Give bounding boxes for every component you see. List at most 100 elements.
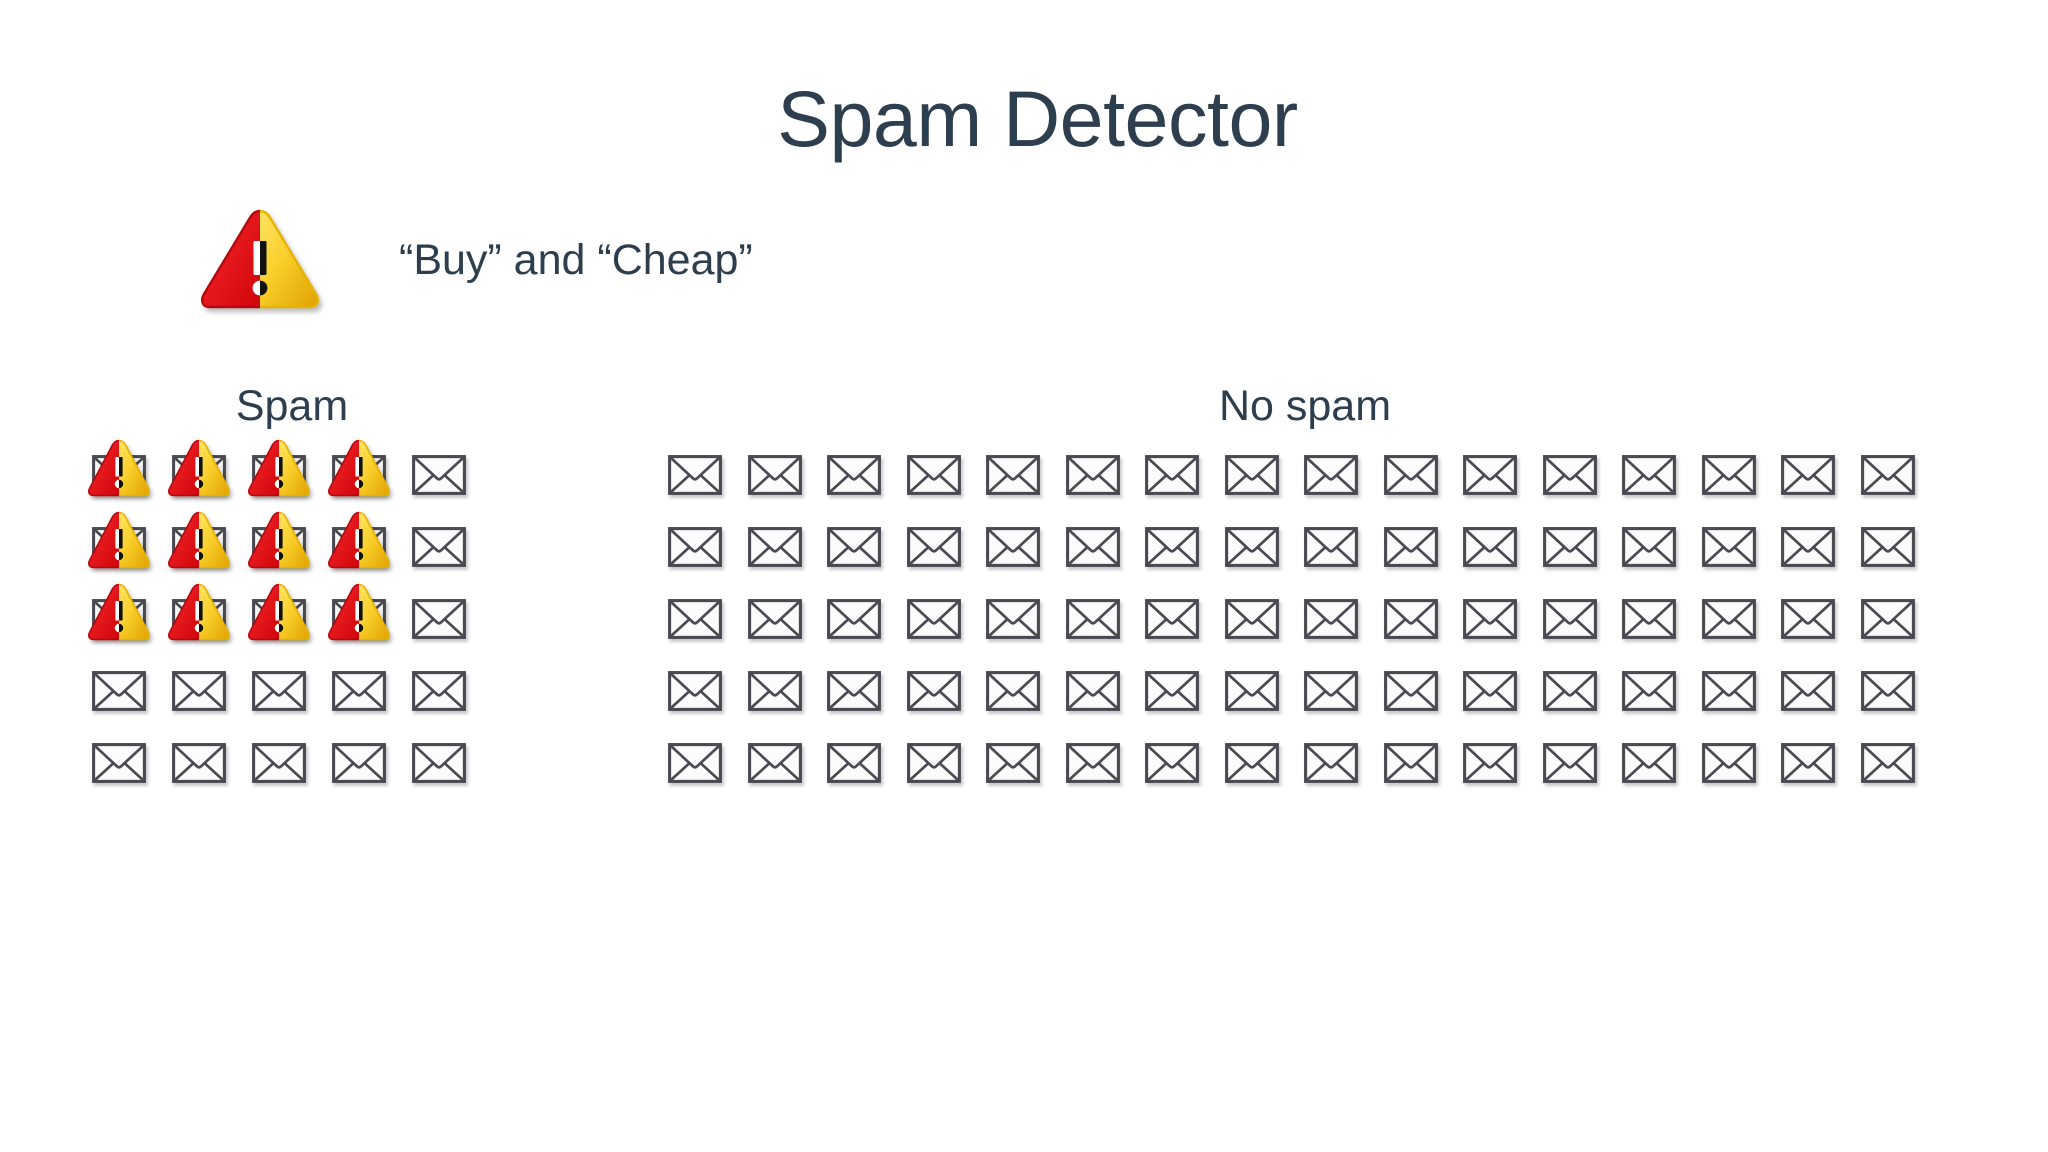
email-item[interactable]	[1383, 522, 1464, 594]
email-item[interactable]	[1781, 594, 1861, 666]
email-item[interactable]	[1065, 450, 1146, 522]
email-item[interactable]	[1701, 738, 1782, 810]
email-item[interactable]	[252, 666, 332, 738]
email-item[interactable]	[986, 522, 1066, 594]
email-flagged-spam[interactable]	[248, 583, 332, 666]
email-item[interactable]	[172, 738, 252, 810]
email-item[interactable]	[1701, 522, 1782, 594]
email-item[interactable]	[1542, 594, 1623, 666]
email-item[interactable]	[332, 738, 412, 810]
email-item[interactable]	[1383, 738, 1464, 810]
email-item[interactable]	[1065, 594, 1146, 666]
email-item[interactable]	[1622, 450, 1702, 522]
email-item[interactable]	[668, 522, 748, 594]
email-flagged-spam[interactable]	[248, 439, 332, 522]
email-item[interactable]	[1860, 594, 1941, 666]
email-item[interactable]	[1542, 738, 1623, 810]
email-item[interactable]	[1860, 666, 1941, 738]
email-item[interactable]	[1463, 594, 1543, 666]
email-flagged-spam[interactable]	[328, 583, 412, 666]
email-item[interactable]	[1224, 522, 1305, 594]
email-item[interactable]	[92, 666, 172, 738]
email-item[interactable]	[1860, 450, 1941, 522]
email-item[interactable]	[1304, 738, 1384, 810]
email-item[interactable]	[1065, 666, 1146, 738]
email-item[interactable]	[906, 594, 987, 666]
email-item[interactable]	[1224, 594, 1305, 666]
email-item[interactable]	[906, 666, 987, 738]
email-item[interactable]	[747, 738, 828, 810]
email-item[interactable]	[1542, 450, 1623, 522]
email-item[interactable]	[1224, 666, 1305, 738]
email-item[interactable]	[1542, 666, 1623, 738]
email-item[interactable]	[1463, 522, 1543, 594]
email-item[interactable]	[668, 594, 748, 666]
email-item[interactable]	[1542, 522, 1623, 594]
email-item[interactable]	[332, 666, 412, 738]
email-item[interactable]	[1463, 450, 1543, 522]
email-item[interactable]	[827, 738, 907, 810]
email-item[interactable]	[92, 738, 172, 810]
email-item[interactable]	[1701, 666, 1782, 738]
email-flagged-spam[interactable]	[168, 439, 252, 522]
email-item[interactable]	[1145, 450, 1225, 522]
email-flagged-spam[interactable]	[248, 511, 332, 594]
email-item[interactable]	[1622, 522, 1702, 594]
email-item[interactable]	[668, 738, 748, 810]
email-item[interactable]	[1781, 738, 1861, 810]
email-item[interactable]	[412, 450, 492, 522]
email-item[interactable]	[1065, 522, 1146, 594]
email-item[interactable]	[1145, 594, 1225, 666]
email-flagged-spam[interactable]	[168, 511, 252, 594]
email-item[interactable]	[747, 594, 828, 666]
email-item[interactable]	[827, 450, 907, 522]
email-item[interactable]	[1304, 594, 1384, 666]
email-item[interactable]	[1860, 738, 1941, 810]
email-item[interactable]	[747, 450, 828, 522]
email-item[interactable]	[1463, 666, 1543, 738]
email-item[interactable]	[1781, 450, 1861, 522]
email-item[interactable]	[986, 738, 1066, 810]
email-item[interactable]	[1781, 666, 1861, 738]
email-item[interactable]	[1383, 594, 1464, 666]
email-item[interactable]	[1304, 522, 1384, 594]
email-item[interactable]	[172, 666, 252, 738]
email-item[interactable]	[906, 738, 987, 810]
email-item[interactable]	[986, 666, 1066, 738]
email-item[interactable]	[1065, 738, 1146, 810]
email-item[interactable]	[1145, 738, 1225, 810]
email-item[interactable]	[1781, 522, 1861, 594]
email-item[interactable]	[1701, 450, 1782, 522]
email-flagged-spam[interactable]	[328, 511, 412, 594]
email-item[interactable]	[747, 522, 828, 594]
email-item[interactable]	[1622, 738, 1702, 810]
email-item[interactable]	[1383, 666, 1464, 738]
email-item[interactable]	[252, 738, 332, 810]
email-item[interactable]	[986, 450, 1066, 522]
email-item[interactable]	[1224, 738, 1305, 810]
email-flagged-spam[interactable]	[328, 439, 412, 522]
email-item[interactable]	[747, 666, 828, 738]
email-item[interactable]	[906, 450, 987, 522]
email-item[interactable]	[827, 522, 907, 594]
email-item[interactable]	[668, 450, 748, 522]
email-item[interactable]	[412, 522, 492, 594]
email-item[interactable]	[986, 594, 1066, 666]
email-item[interactable]	[1860, 522, 1941, 594]
email-item[interactable]	[827, 666, 907, 738]
email-item[interactable]	[1701, 594, 1782, 666]
email-item[interactable]	[827, 594, 907, 666]
email-flagged-spam[interactable]	[88, 439, 172, 522]
email-item[interactable]	[1622, 666, 1702, 738]
email-item[interactable]	[1304, 666, 1384, 738]
email-flagged-spam[interactable]	[88, 511, 172, 594]
email-flagged-spam[interactable]	[88, 583, 172, 666]
email-item[interactable]	[1463, 738, 1543, 810]
email-item[interactable]	[906, 522, 987, 594]
email-item[interactable]	[1622, 594, 1702, 666]
email-item[interactable]	[1145, 666, 1225, 738]
email-flagged-spam[interactable]	[168, 583, 252, 666]
email-item[interactable]	[1383, 450, 1464, 522]
email-item[interactable]	[1145, 522, 1225, 594]
email-item[interactable]	[668, 666, 748, 738]
